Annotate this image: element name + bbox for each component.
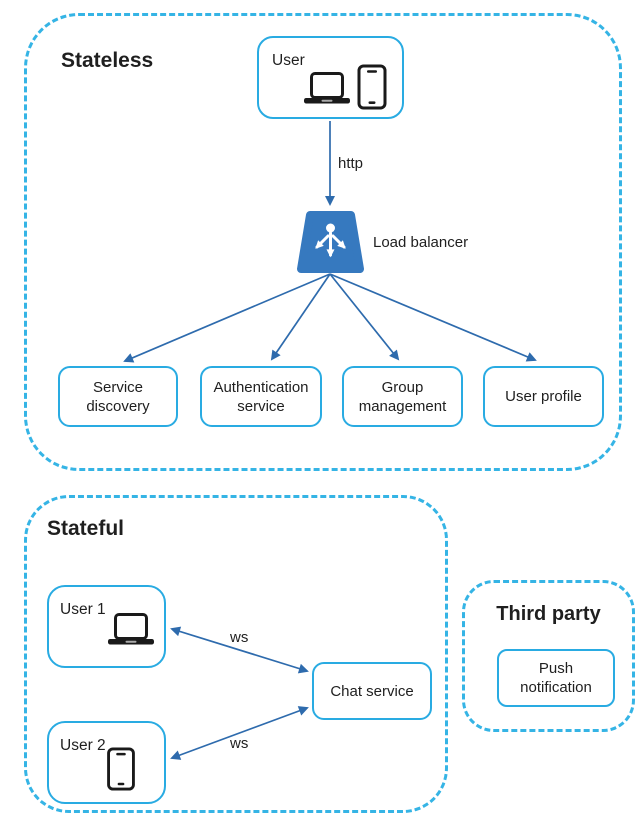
user-profile-label: User profile	[505, 388, 582, 405]
user2-node: User 2	[47, 721, 166, 804]
third-party-section-title: Third party	[496, 603, 601, 625]
stateless-section-title: Stateless	[61, 49, 154, 72]
chat-service-node: Chat service	[312, 662, 432, 720]
service-discovery-label: Service discovery	[86, 378, 150, 415]
user-node: User	[257, 36, 404, 119]
push-notification-node: Push notification	[497, 649, 615, 707]
group-management-node: Group management	[342, 366, 463, 427]
smartphone-icon	[107, 747, 135, 791]
smartphone-icon	[357, 64, 387, 110]
service-discovery-node: Service discovery	[58, 366, 178, 427]
group-management-label: Group management	[358, 378, 447, 415]
load-balancer-label: Load balancer	[373, 234, 469, 251]
stateful-section-title: Stateful	[47, 517, 125, 540]
user-profile-node: User profile	[483, 366, 604, 427]
user-node-label: User	[272, 52, 305, 69]
stateless-section: Stateless	[24, 13, 622, 471]
http-edge-label: http	[338, 155, 364, 172]
laptop-icon	[304, 72, 350, 104]
authentication-service-label: Authentication service	[213, 378, 309, 415]
third-party-section: Third party	[462, 580, 635, 732]
user1-node-label: User 1	[60, 601, 106, 618]
user1-node: User 1	[47, 585, 166, 668]
ws-edge-label-user1: ws	[230, 629, 249, 646]
user2-node-label: User 2	[60, 737, 106, 754]
push-notification-label: Push notification	[520, 660, 592, 696]
stateful-section: Stateful	[24, 495, 448, 813]
authentication-service-node: Authentication service	[200, 366, 322, 427]
laptop-icon	[108, 613, 154, 645]
ws-edge-label-user2: ws	[230, 735, 249, 752]
chat-service-label: Chat service	[330, 682, 414, 700]
